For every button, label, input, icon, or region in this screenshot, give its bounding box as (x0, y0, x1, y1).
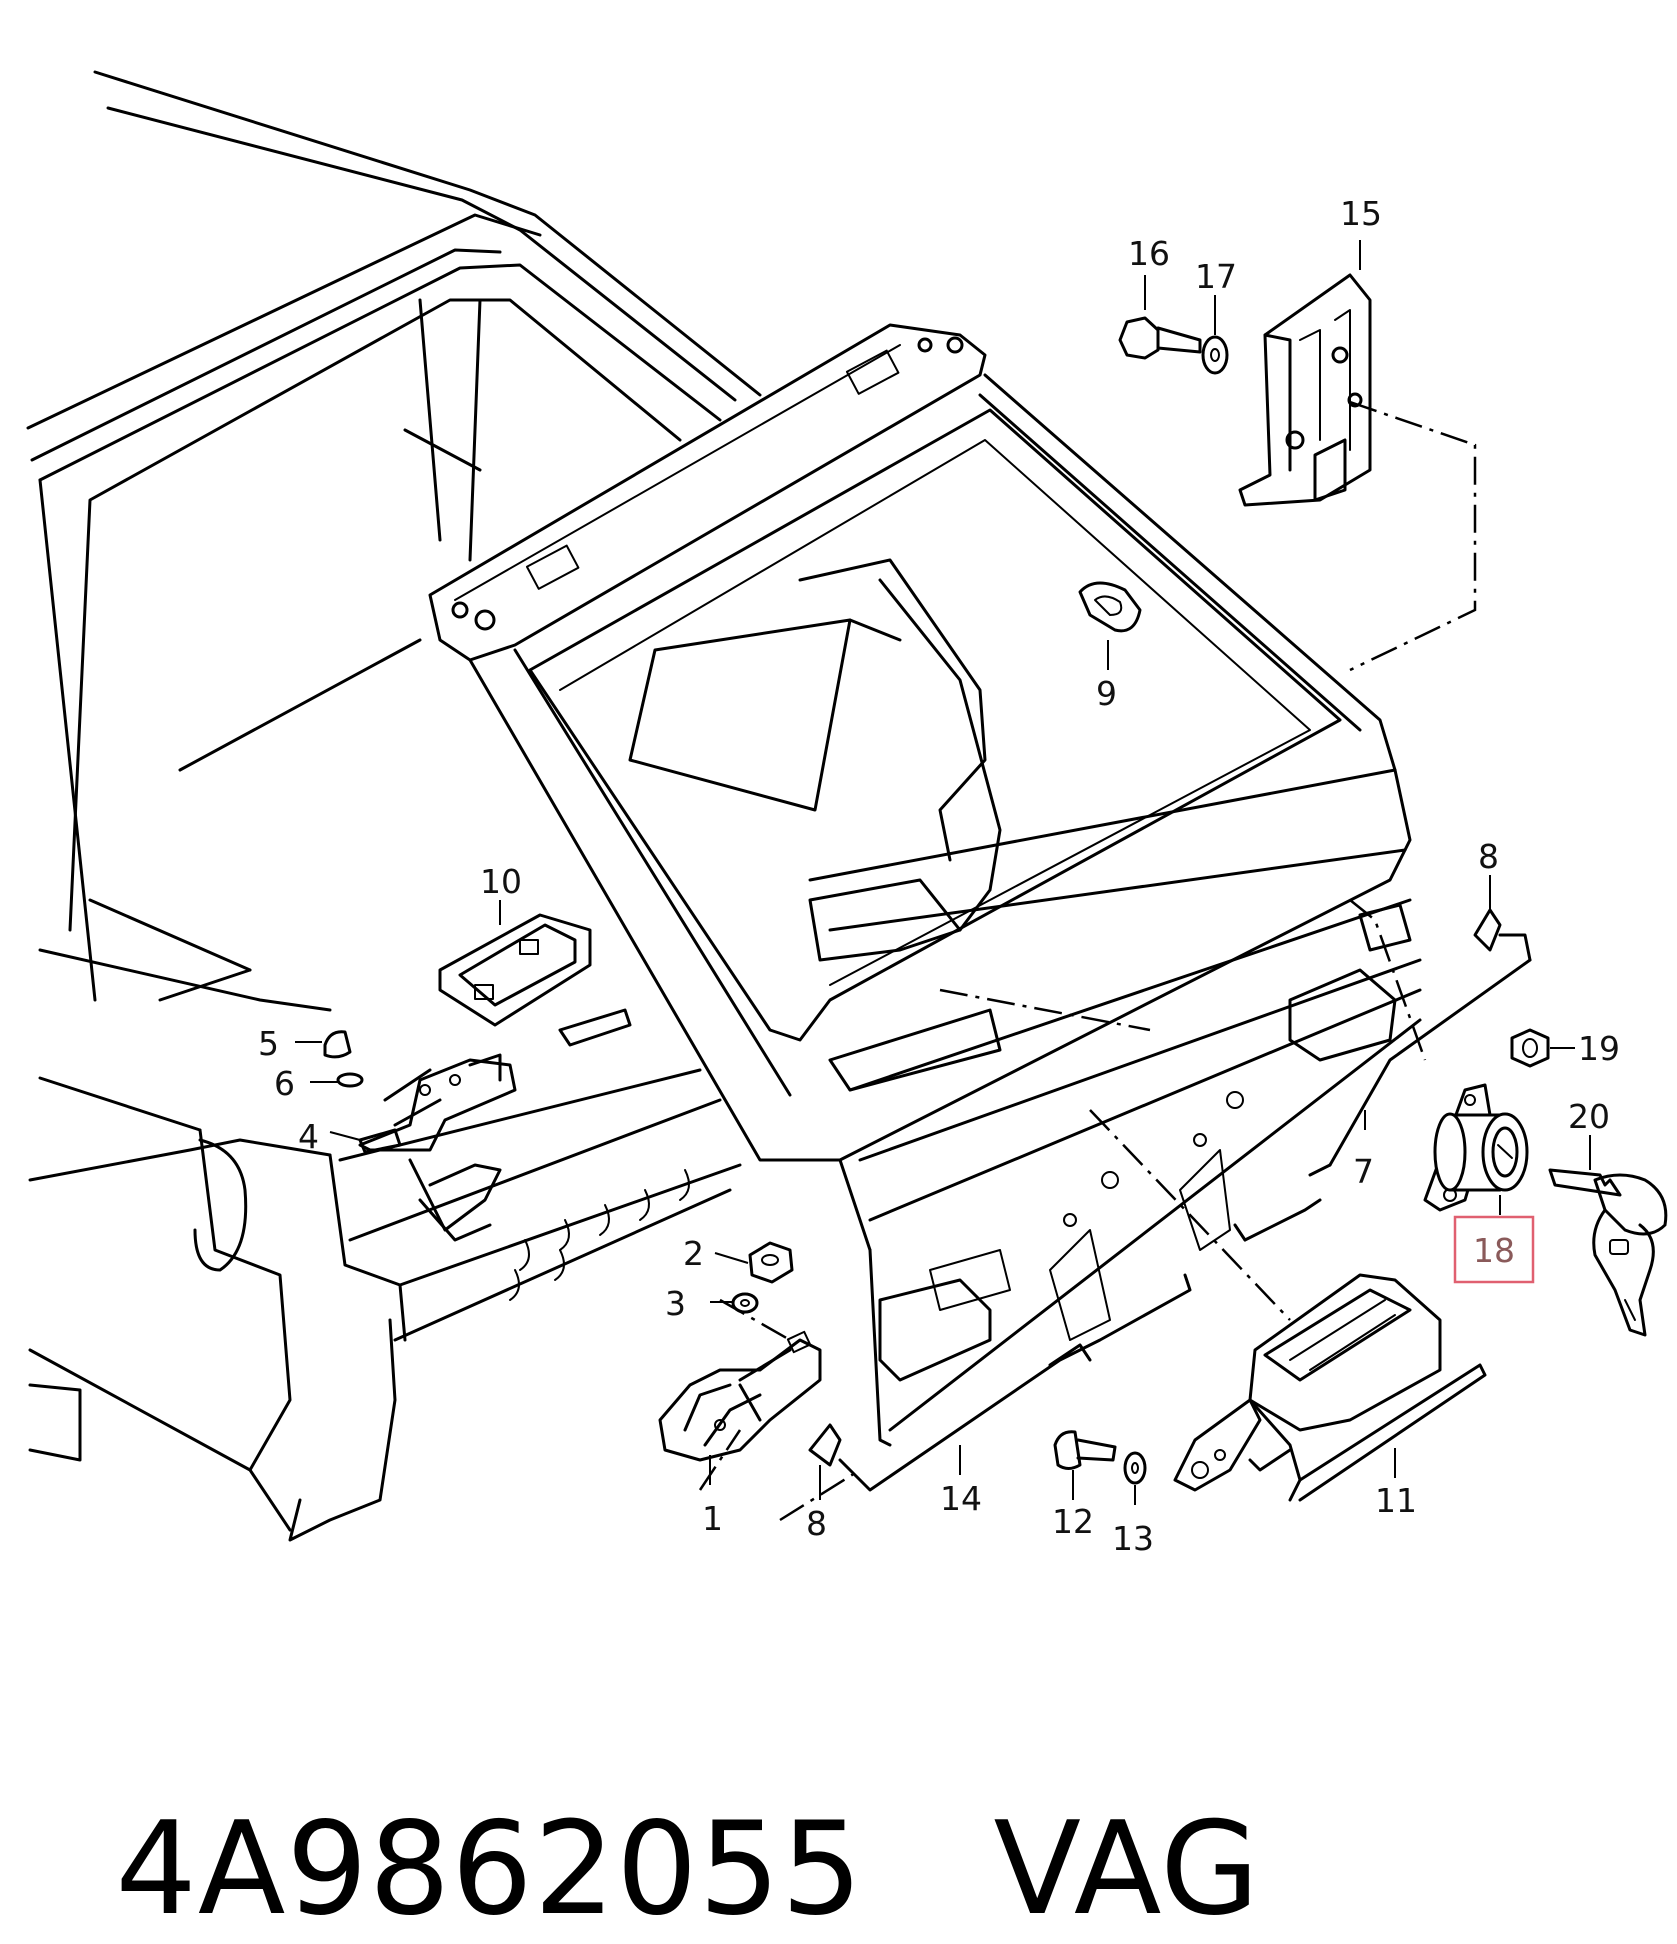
slot-trim (558, 1008, 632, 1047)
part-1-latch (658, 1330, 822, 1462)
car-body-outline (26, 70, 762, 1542)
callout-16: 16 (1128, 234, 1170, 273)
callout-1: 1 (702, 1499, 723, 1538)
part-3-washer (731, 1292, 759, 1314)
exploded-parts-diagram: 1 2 3 4 5 6 7 8 8 9 10 11 12 13 14 15 16… (26, 70, 1668, 1558)
callout-12: 12 (1052, 1502, 1094, 1541)
callout-3: 3 (665, 1284, 686, 1323)
callout-15: 15 (1340, 194, 1382, 233)
callout-14: 14 (940, 1479, 982, 1518)
part-19-nut (1510, 1028, 1550, 1068)
callout-10: 10 (480, 862, 522, 901)
highlight-box-18 (1453, 1215, 1535, 1284)
callout-2: 2 (683, 1234, 704, 1273)
callout-4: 4 (298, 1117, 319, 1156)
callout-19: 19 (1578, 1029, 1620, 1068)
callout-13: 13 (1112, 1519, 1154, 1558)
part-4-plate (358, 1128, 402, 1154)
part-17-washer (1201, 335, 1229, 375)
part-13-washer (1123, 1451, 1147, 1485)
callout-18: 18 (1473, 1231, 1515, 1270)
callout-8-lower: 8 (806, 1504, 827, 1543)
part-20-keys (1548, 1168, 1668, 1337)
brand-name: VAG (993, 1795, 1261, 1944)
part-10-handle-trim (438, 913, 592, 1027)
callout-7: 7 (1353, 1152, 1374, 1191)
callout-labels: 1 2 3 4 5 6 7 8 8 9 10 11 12 13 14 15 16… (258, 194, 1620, 1558)
callout-17: 17 (1195, 257, 1237, 296)
part-18-lock-cylinder (1423, 1083, 1529, 1212)
tailgate (428, 323, 1422, 1447)
part-15-bracket (1238, 273, 1372, 507)
part-6-washer (336, 1072, 364, 1088)
callout-6: 6 (274, 1064, 295, 1103)
callout-9: 9 (1096, 674, 1117, 713)
part-7-cable (1233, 958, 1532, 1242)
part-2-nut (748, 1241, 794, 1284)
leader-lines (295, 240, 1591, 1505)
callout-8-upper: 8 (1478, 837, 1499, 876)
part-11-handle (1173, 1273, 1487, 1502)
part-5-bolt (323, 1030, 352, 1059)
part-8-clip-upper (1473, 908, 1532, 962)
part-9-grommet (1078, 581, 1142, 633)
assembly-dash-lines (698, 400, 1477, 1522)
part-12-bolt (1053, 1430, 1117, 1470)
callout-5: 5 (258, 1024, 279, 1063)
part-number: 4A9862055 (115, 1795, 864, 1944)
part-8-clip-lower (808, 1423, 842, 1467)
callout-20: 20 (1568, 1097, 1610, 1136)
part-14-rod (838, 1273, 1192, 1492)
callout-11: 11 (1375, 1481, 1417, 1520)
part-16-bolt (1118, 316, 1202, 360)
part-4-striker-assembly (358, 1053, 517, 1242)
